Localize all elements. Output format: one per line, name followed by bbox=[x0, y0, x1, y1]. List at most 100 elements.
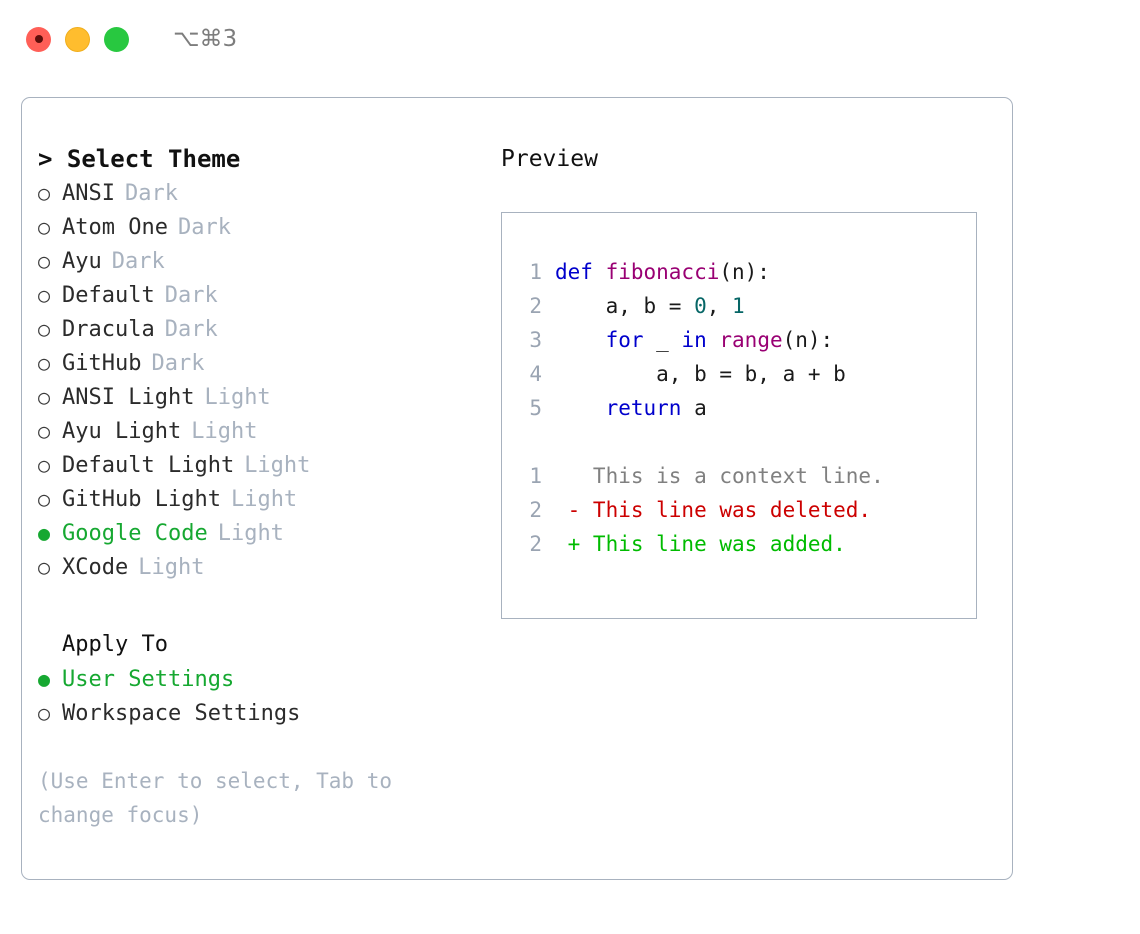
radio-unselected-icon: ○ bbox=[38, 317, 51, 341]
theme-option-variant: Light bbox=[230, 487, 298, 512]
apply-to-option-label: User Settings bbox=[62, 667, 235, 692]
radio-unselected-icon: ○ bbox=[38, 249, 51, 273]
maximize-button[interactable] bbox=[104, 26, 129, 52]
spacer bbox=[38, 730, 478, 764]
code-token-kw: for bbox=[555, 328, 657, 352]
radio-unselected-icon: ○ bbox=[38, 555, 51, 579]
theme-option-variant: Dark bbox=[177, 215, 231, 240]
code-line-number: 3 bbox=[529, 328, 542, 352]
radio-selected-icon: ● bbox=[38, 667, 51, 691]
theme-option-label: Atom One bbox=[62, 215, 168, 240]
code-token-pl: _ bbox=[656, 328, 682, 352]
diff-line-number: 2 bbox=[529, 498, 542, 522]
code-line-text: for _ in range(n): bbox=[555, 323, 834, 357]
apply-to-option-user-settings[interactable]: ● User Settings bbox=[38, 662, 478, 696]
theme-option-variant: Light bbox=[244, 453, 311, 478]
radio-unselected-icon: ○ bbox=[38, 351, 51, 375]
code-token-pl: (n): bbox=[719, 260, 770, 284]
code-token-pl: , bbox=[706, 294, 733, 318]
radio-unselected-icon: ○ bbox=[38, 181, 51, 205]
code-token-fn: range bbox=[719, 328, 783, 352]
close-icon bbox=[34, 35, 43, 43]
code-line: 5 return a bbox=[516, 391, 976, 425]
apply-to-option-label: Workspace Settings bbox=[62, 701, 301, 726]
apply-to-option-workspace-settings[interactable]: ○Workspace Settings bbox=[38, 696, 478, 730]
diff-line-text: + This line was added. bbox=[555, 532, 846, 556]
theme-option-label: Ayu bbox=[62, 249, 102, 274]
theme-option-dracula[interactable]: ○ Dracula Dark bbox=[38, 312, 478, 346]
diff-line-number: 1 bbox=[529, 464, 542, 488]
code-line-text: a, b = b, a + b bbox=[555, 357, 846, 391]
keyboard-hint-text: (Use Enter to select, Tab to change focu… bbox=[38, 769, 393, 827]
theme-option-label: GitHub Light bbox=[62, 487, 221, 512]
theme-option-label: Dracula bbox=[62, 317, 155, 342]
theme-option-atom-one[interactable]: ○ Atom One Dark bbox=[38, 210, 478, 244]
theme-option-label: Google Code bbox=[62, 521, 208, 546]
code-token-pl: a, b = b, a + b bbox=[555, 362, 846, 386]
theme-option-variant: Dark bbox=[151, 351, 205, 376]
theme-option-variant: Light bbox=[217, 521, 284, 546]
theme-option-xcode[interactable]: ○ XCode Light bbox=[38, 550, 478, 584]
code-token-pl: (n): bbox=[782, 328, 834, 352]
code-token-num: 1 bbox=[732, 294, 745, 318]
radio-unselected-icon: ○ bbox=[38, 385, 51, 409]
theme-option-variant: Light bbox=[204, 385, 271, 410]
code-line: 1 def fibonacci(n): bbox=[516, 255, 976, 289]
theme-option-github-light[interactable]: ○ GitHub Light Light bbox=[38, 482, 478, 516]
code-token-pl: a bbox=[681, 396, 707, 420]
theme-option-label: Default Light bbox=[62, 453, 235, 478]
theme-option-label: XCode bbox=[62, 555, 129, 580]
theme-option-google-code[interactable]: ● Google Code Light bbox=[38, 516, 478, 550]
diff-line-add: 2 + This line was added. bbox=[516, 527, 976, 561]
theme-option-label: Default bbox=[62, 283, 155, 308]
code-token-kw: return bbox=[555, 396, 682, 420]
theme-option-ayu[interactable]: ○ Ayu Dark bbox=[38, 244, 478, 278]
radio-unselected-icon: ○ bbox=[38, 215, 51, 239]
close-button[interactable] bbox=[26, 26, 51, 52]
diff-line-text: - This line was deleted. bbox=[555, 498, 872, 522]
theme-option-variant: Light bbox=[191, 419, 258, 444]
code-line-number: 4 bbox=[529, 362, 542, 386]
code-line-number: 2 bbox=[529, 294, 542, 318]
preview-title: Preview bbox=[501, 146, 598, 172]
diff-line-text: This is a context line. bbox=[555, 464, 884, 488]
code-line-text: a, b = 0, 1 bbox=[555, 289, 745, 323]
code-line: 3 for _ in range(n): bbox=[516, 323, 976, 357]
theme-option-variant: Dark bbox=[164, 283, 218, 308]
code-line-number: 5 bbox=[529, 396, 542, 420]
radio-selected-icon: ● bbox=[38, 521, 51, 545]
theme-option-variant: Light bbox=[138, 555, 205, 580]
theme-option-label: Ayu Light bbox=[62, 419, 182, 444]
minimize-button[interactable] bbox=[65, 26, 90, 52]
theme-option-label: GitHub bbox=[62, 351, 142, 376]
theme-option-default[interactable]: ○ Default Dark bbox=[38, 278, 478, 312]
theme-option-variant: Dark bbox=[164, 317, 218, 342]
code-token-pl: a, b = bbox=[555, 294, 695, 318]
code-token-fn: fibonacci bbox=[605, 260, 720, 284]
diff-sample: 1 This is a context line. 2 - This line w… bbox=[516, 459, 976, 561]
theme-option-variant: Dark bbox=[111, 249, 165, 274]
apply-to-option-list: ● User Settings ○Workspace Settings bbox=[38, 662, 478, 730]
code-token-num: 0 bbox=[694, 294, 707, 318]
code-line-text: def fibonacci(n): bbox=[555, 255, 770, 289]
title-bar: ⌥⌘3 bbox=[0, 0, 1140, 78]
radio-unselected-icon: ○ bbox=[38, 487, 51, 511]
radio-unselected-icon: ○ bbox=[38, 283, 51, 307]
code-line-number: 1 bbox=[529, 260, 542, 284]
theme-option-github[interactable]: ○ GitHub Dark bbox=[38, 346, 478, 380]
code-line-text: return a bbox=[555, 391, 707, 425]
theme-option-variant: Dark bbox=[124, 181, 178, 206]
diff-line-number: 2 bbox=[529, 532, 542, 556]
select-theme-header: > Select Theme bbox=[38, 145, 241, 173]
